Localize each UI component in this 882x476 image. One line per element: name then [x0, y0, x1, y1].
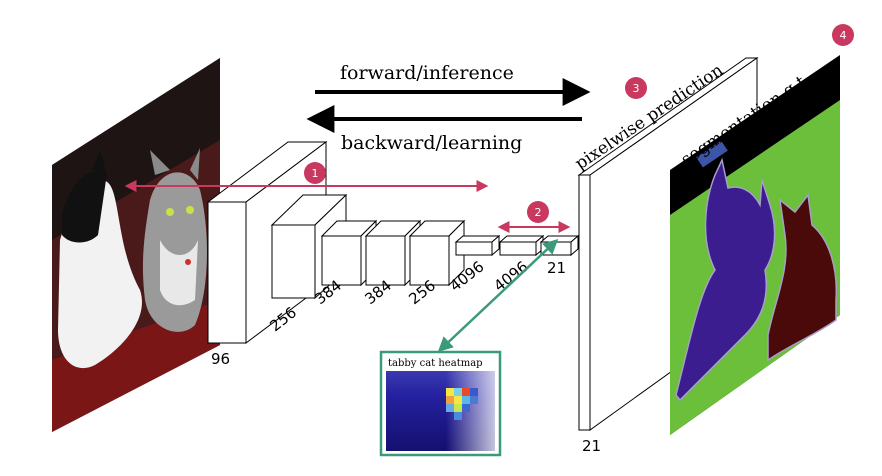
badge-4-text: 4	[840, 29, 847, 42]
badge-1: 1	[304, 162, 326, 184]
backward-label: backward/learning	[341, 132, 522, 154]
input-image	[52, 58, 220, 432]
badge-2: 2	[527, 201, 549, 223]
label-output-depth: 21	[582, 437, 601, 455]
badge-3-text: 3	[633, 82, 640, 95]
forward-label: forward/inference	[340, 62, 514, 84]
label-fc7: 4096	[490, 257, 531, 295]
layer-score-block	[541, 236, 578, 255]
heatmap-inset: tabby cat heatmap	[381, 352, 500, 455]
badge-3: 3	[625, 77, 647, 99]
layer-fc7-block	[500, 236, 543, 255]
label-input-depth: 96	[211, 350, 230, 368]
badge-1-text: 1	[312, 167, 319, 180]
badge-4: 4	[832, 24, 854, 46]
label-score: 21	[547, 259, 566, 277]
layer-fc6-block	[456, 236, 499, 255]
heatmap-title: tabby cat heatmap	[388, 358, 483, 369]
badge-2-text: 2	[535, 206, 542, 219]
